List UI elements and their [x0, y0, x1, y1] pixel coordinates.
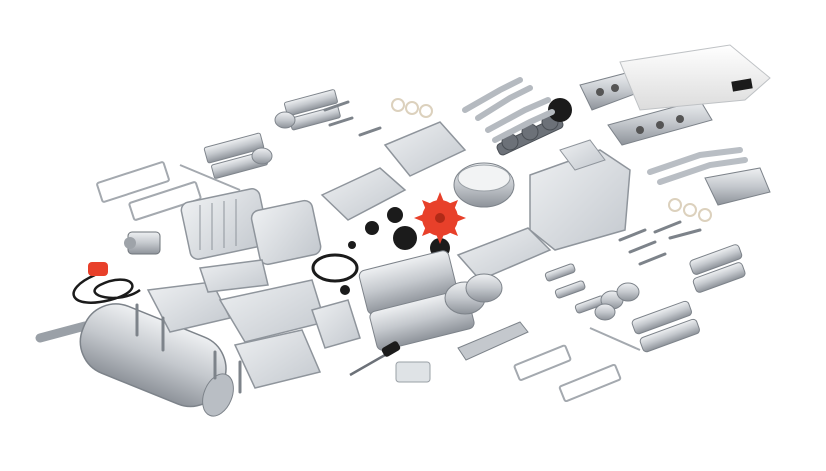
engine-cover	[619, 44, 771, 111]
gear	[548, 98, 572, 122]
air-filter-housing	[453, 162, 515, 208]
engine-cover	[320, 121, 467, 221]
exhaust-pipe	[579, 71, 713, 146]
exhaust-pipe	[462, 77, 555, 143]
engine-cover	[456, 227, 552, 281]
electric-motor	[124, 231, 161, 255]
sprue-frame	[457, 321, 529, 361]
cylinder-block	[180, 188, 322, 266]
power-cord	[72, 262, 141, 304]
bracket-cluster	[203, 89, 341, 179]
gasket	[391, 98, 712, 222]
bolt	[135, 100, 702, 394]
timing-belt	[311, 253, 359, 283]
bracket-cluster	[544, 263, 640, 321]
sprue-frame	[146, 259, 361, 389]
muffler	[35, 303, 234, 417]
sprue-frame	[513, 327, 641, 403]
screwdriver	[349, 341, 401, 377]
cylinder-head	[358, 250, 503, 351]
engine-cover	[704, 167, 771, 206]
exhaust-pipe	[647, 147, 748, 185]
small-parts-bag	[395, 361, 431, 383]
cooling-fan	[414, 192, 466, 244]
sprue-frame	[96, 161, 241, 221]
cylinder-head	[631, 244, 746, 353]
